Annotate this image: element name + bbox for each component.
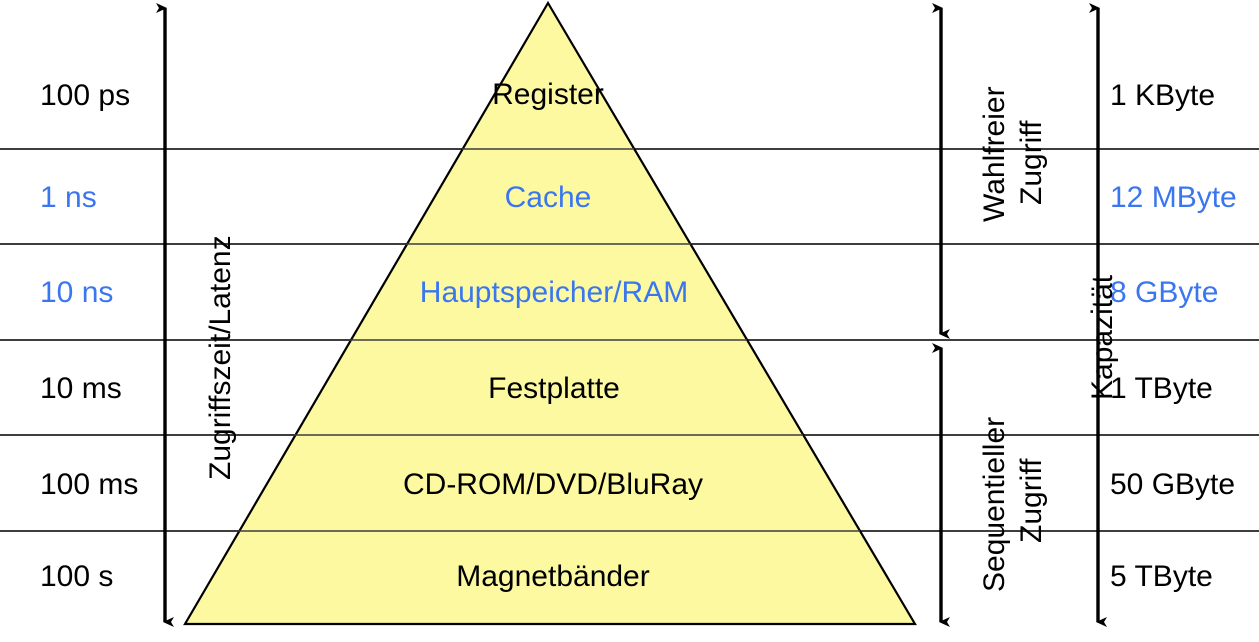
- tier-label-ram: Hauptspeicher/RAM: [419, 276, 689, 309]
- sequential-access-caption-line2: Zugriff: [1015, 458, 1048, 543]
- capacity-axis-caption: Kapazität: [1086, 274, 1119, 400]
- capacity-value-harddisk: 1 TByte: [1110, 372, 1213, 405]
- tier-label-tape: Magnetbänder: [456, 560, 650, 593]
- tier-label-harddisk: Festplatte: [488, 372, 620, 405]
- latency-value-tape: 100 s: [40, 560, 114, 593]
- capacity-value-cache: 12 MByte: [1110, 181, 1237, 214]
- pyramid-shape: [183, 0, 917, 626]
- latency-value-optical: 100 ms: [40, 468, 139, 501]
- tier-label-optical: CD-ROM/DVD/BluRay: [402, 468, 704, 501]
- tier-label-register: Register: [492, 78, 604, 111]
- latency-axis-caption: Zugriffszeit/Latenz: [204, 235, 237, 480]
- capacity-value-ram: 8 GByte: [1110, 276, 1219, 309]
- random-access-caption-line1: Wahlfreier: [978, 86, 1011, 222]
- capacity-value-optical: 50 GByte: [1110, 468, 1236, 501]
- random-access-caption-line2: Zugriff: [1015, 120, 1048, 205]
- pyramid-inner-dividers: [236, 148, 860, 532]
- latency-value-harddisk: 10 ms: [40, 372, 122, 405]
- latency-value-ram: 10 ns: [40, 276, 114, 309]
- tier-label-cache: Cache: [504, 181, 592, 214]
- latency-value-cache: 1 ns: [40, 181, 97, 214]
- latency-value-register: 100 ps: [40, 79, 131, 112]
- sequential-access-caption-line1: Sequentieller: [978, 416, 1011, 592]
- capacity-value-tape: 5 TByte: [1110, 560, 1213, 593]
- capacity-value-register: 1 KByte: [1110, 79, 1216, 112]
